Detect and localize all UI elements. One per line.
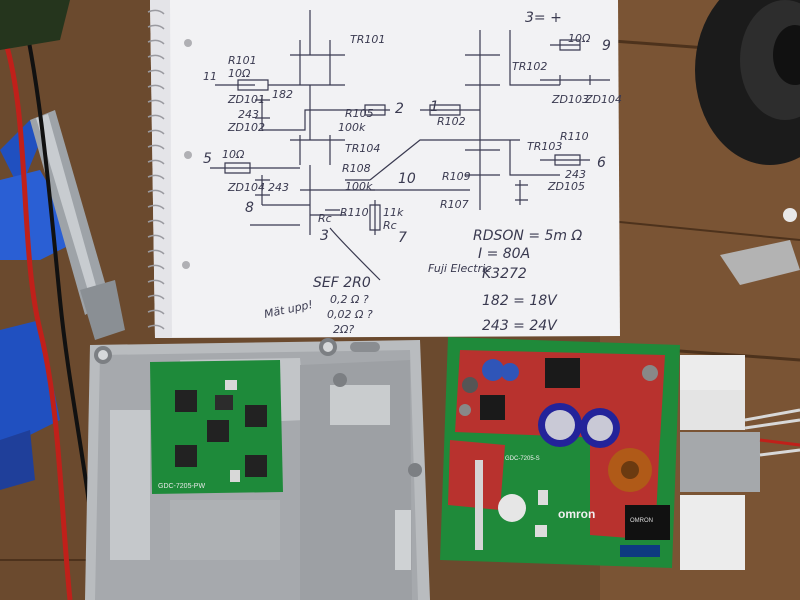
relay <box>625 505 670 540</box>
notebook-page <box>150 0 620 338</box>
question-part: SEF 2R0 <box>313 275 371 291</box>
pin-label-6: 7 <box>398 230 407 246</box>
spec-current: I = 80A <box>478 246 530 262</box>
label-tr103: TR103 <box>527 140 562 153</box>
label-r108-value: 100k <box>345 180 373 193</box>
small-pcb: GDC-7205-PW <box>150 360 283 494</box>
spec-zener-243: 243 = 24V <box>482 318 558 334</box>
pin-label-3: 3 <box>320 228 329 244</box>
label-r109: R110 <box>340 206 369 219</box>
label-zd101: ZD101 <box>227 93 265 106</box>
question-option-3: 2Ω? <box>333 323 354 336</box>
label-r108: R108 <box>342 162 371 175</box>
pin-label-10: 10 <box>398 171 416 187</box>
question-option-2: 0,02 Ω ? <box>327 308 373 321</box>
relay-label: OMRON <box>630 518 653 524</box>
connectors <box>680 355 800 570</box>
label-zd104: ZD104 <box>227 181 265 194</box>
label-zd103: ZD103 <box>551 93 589 106</box>
label-tr104: TR104 <box>345 142 380 155</box>
white-connector <box>680 495 745 570</box>
label-243-b: 243 <box>268 181 289 194</box>
large-pcb: omron GDC-7205-S OMRON <box>440 337 680 568</box>
label-zd102: ZD102 <box>227 121 265 134</box>
large-pcb-label: GDC-7205-S <box>505 456 540 462</box>
label-r109-top: R110 <box>560 130 589 143</box>
brand-label: omron <box>558 507 595 521</box>
soldering-iron <box>0 110 125 490</box>
red-cable <box>2 39 73 600</box>
pin-label-11: 11 <box>203 70 217 83</box>
label-r105: R105 <box>345 107 374 120</box>
label-zd105: ZD105 <box>547 180 585 193</box>
label-r106-value: R109 <box>442 170 471 183</box>
schematic-annotations: R101 10Ω 11 TR101 ZD101 243 ZD102 182 R1… <box>203 10 622 336</box>
top-right-note: 3= + <box>525 10 562 26</box>
metal-clip <box>720 240 800 285</box>
binder-hole <box>182 261 190 269</box>
spec-part: K3272 <box>482 266 527 282</box>
label-tr101: TR101 <box>350 33 385 46</box>
white-connector <box>680 390 745 430</box>
label-r103-top: 10Ω <box>568 32 591 45</box>
pin-label-5: 5 <box>203 151 212 167</box>
white-connector <box>680 355 745 390</box>
label-r110-value: Rc <box>383 219 397 232</box>
omron-logo <box>498 494 526 522</box>
pin-label-1: 1 <box>430 99 439 115</box>
label-rc: Rc <box>318 212 332 225</box>
label-r110: 11k <box>383 206 404 219</box>
label-r101: R101 <box>228 54 257 67</box>
label-243-a: 243 <box>238 108 259 121</box>
pin-label-2: 2 <box>395 101 404 117</box>
label-r107: R107 <box>440 198 469 211</box>
electrical-tape-roll <box>695 0 800 165</box>
small-pcb-label: GDC-7205-PW <box>158 483 205 490</box>
pin-label-8: 9 <box>602 38 611 54</box>
label-r105-value: 100k <box>338 121 366 134</box>
spec-zener-182: 182 = 18V <box>482 293 558 309</box>
label-r103-value: 10Ω <box>222 148 245 161</box>
label-r102: R102 <box>437 115 466 128</box>
label-tr102: TR102 <box>512 60 547 73</box>
label-243-c: 243 <box>565 168 586 181</box>
pin-label-9: 8 <box>245 200 254 216</box>
pin-label-7: 6 <box>597 155 606 171</box>
pin-header <box>475 460 483 550</box>
gray-connector <box>680 432 760 492</box>
spec-maker: Fuji Electric <box>428 262 491 275</box>
label-zd104-top: ZD104 <box>584 93 622 106</box>
binder-hole <box>184 151 192 159</box>
binder-hole <box>184 39 192 47</box>
spec-rdson: RDSON = 5m Ω <box>473 228 583 244</box>
ic-chip <box>545 358 580 388</box>
capacitor <box>482 359 504 381</box>
question-option-1: 0,2 Ω ? <box>330 293 369 306</box>
label-r101-value: 10Ω <box>228 67 251 80</box>
spiral-binding <box>147 9 165 330</box>
hand-drawn-schematic <box>210 10 610 281</box>
label-182: 182 <box>272 88 293 101</box>
